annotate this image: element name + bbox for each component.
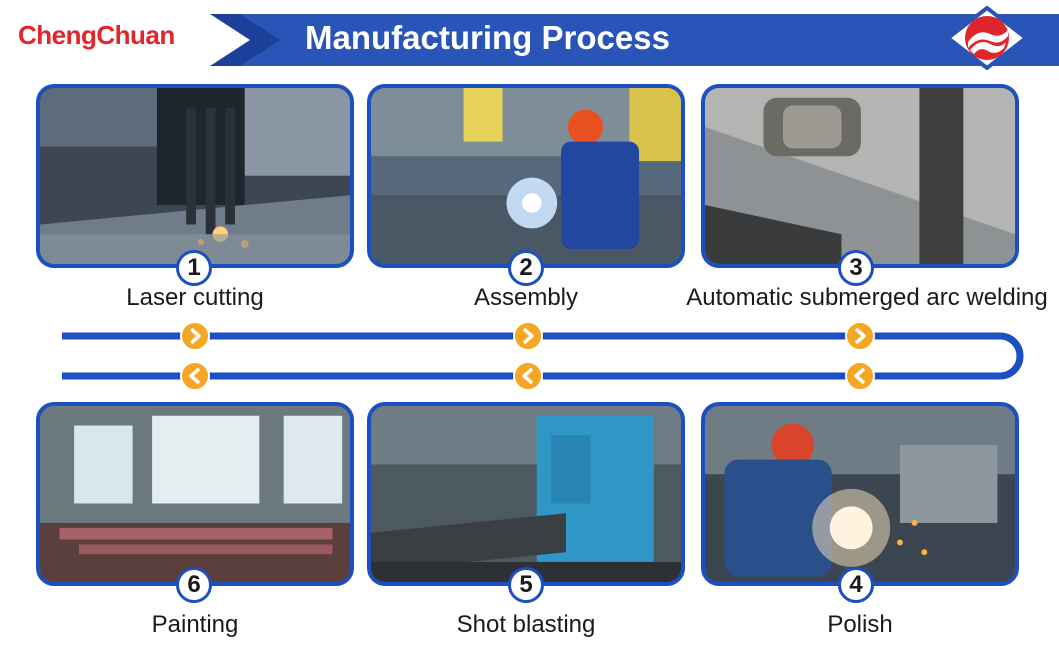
chevron-left-icon xyxy=(180,361,210,391)
step-number-6: 6 xyxy=(176,567,212,603)
chevron-left-icon xyxy=(513,361,543,391)
photo-submerged-arc-welding xyxy=(701,84,1019,268)
step-label-5: Shot blasting xyxy=(456,611,596,638)
laser-cutting-image xyxy=(40,88,350,264)
step-number-2: 2 xyxy=(508,250,544,286)
step-number-5: 5 xyxy=(508,567,544,603)
photo-polish xyxy=(701,402,1019,586)
page-title: Manufacturing Process xyxy=(305,19,670,56)
shot-blasting-image xyxy=(371,406,681,582)
step-label-3: Automatic submerged arc welding xyxy=(686,284,1048,311)
brand-badge xyxy=(0,14,260,66)
step-label-1: Laser cutting xyxy=(126,284,264,311)
brand-name: ChengChuan xyxy=(18,20,175,50)
painting-image xyxy=(40,406,350,582)
page-header: ChengChuan Manufacturing Process xyxy=(0,0,1059,72)
assembly-image xyxy=(371,88,681,264)
chevron-left-icon xyxy=(845,361,875,391)
photo-shot-blasting xyxy=(367,402,685,586)
step-label-4: Polish xyxy=(827,611,893,638)
polish-image xyxy=(705,406,1015,582)
chevron-right-icon xyxy=(180,321,210,351)
step-number-1: 1 xyxy=(176,250,212,286)
company-logo-icon xyxy=(946,6,1028,70)
photo-painting xyxy=(36,402,354,586)
chevron-right-icon xyxy=(845,321,875,351)
submerged-arc-welding-image xyxy=(705,88,1015,264)
step-label-2: Assembly xyxy=(473,284,579,311)
step-number-3: 3 xyxy=(838,250,874,286)
photo-assembly xyxy=(367,84,685,268)
chevron-right-icon xyxy=(513,321,543,351)
step-label-6: Painting xyxy=(151,611,239,638)
step-number-4: 4 xyxy=(838,567,874,603)
photo-laser-cutting xyxy=(36,84,354,268)
